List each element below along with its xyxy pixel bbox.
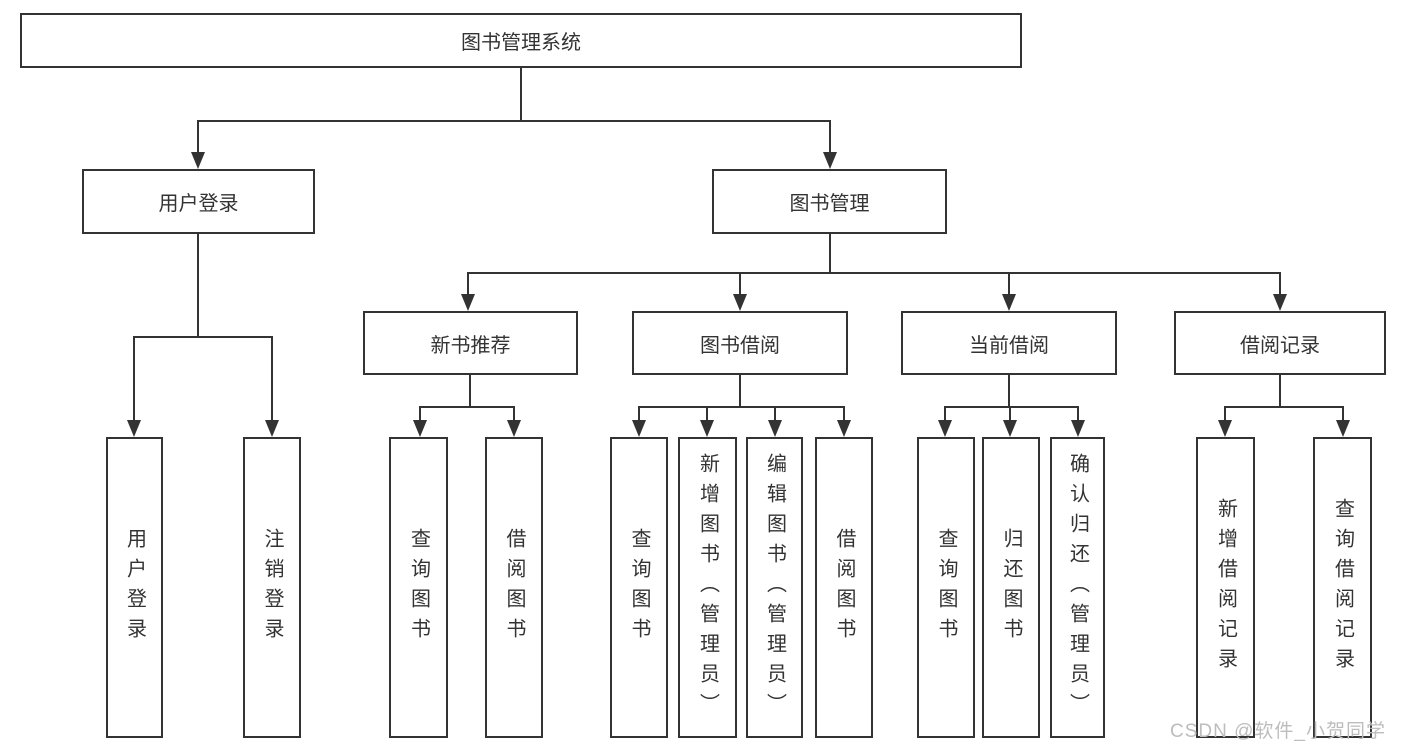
arrowhead-down-icon	[1218, 420, 1232, 437]
arrowhead-down-icon	[837, 420, 851, 437]
csdn-watermark: CSDN @软件_小贺同学	[1170, 721, 1386, 742]
connector-line-vertical	[774, 407, 776, 421]
node-borrowing-records: 借阅记录	[1174, 311, 1386, 375]
node-user-login-label: 用户登录	[158, 193, 239, 215]
leaf-borrow-books-borrowing-label: 借阅图书	[833, 527, 855, 648]
node-root-label: 图书管理系统	[461, 32, 581, 54]
connector-line-horizontal	[133, 336, 273, 338]
connector-line-vertical	[944, 407, 946, 421]
arrowhead-down-icon	[733, 294, 747, 311]
leaf-query-borrow-record-label: 查询借阅记录	[1331, 497, 1354, 678]
node-book-management: 图书管理	[712, 169, 947, 234]
leaf-borrow-books-borrowing: 借阅图书	[815, 437, 873, 738]
node-book-borrowing-label: 图书借阅	[700, 334, 780, 357]
arrowhead-down-icon	[1273, 294, 1287, 311]
connector-line-vertical	[739, 273, 741, 295]
leaf-confirm-return-admin: 确认归还（管理员）	[1050, 437, 1105, 738]
connector-line-vertical	[1224, 407, 1226, 421]
arrowhead-down-icon	[1071, 420, 1085, 437]
leaf-add-book-admin: 新增图书（管理员）	[678, 437, 737, 738]
connector-line-vertical	[1279, 375, 1281, 407]
node-root-system: 图书管理系统	[20, 13, 1022, 68]
leaf-logout: 注销登录	[243, 437, 301, 738]
connector-line-vertical	[1279, 273, 1281, 295]
connector-line-vertical	[1077, 407, 1079, 421]
connector-line-vertical	[739, 375, 741, 407]
connector-line-vertical	[513, 407, 515, 421]
arrowhead-down-icon	[1002, 294, 1016, 311]
leaf-add-borrow-record: 新增借阅记录	[1196, 437, 1255, 738]
arrowhead-down-icon	[632, 420, 646, 437]
leaf-add-borrow-record-label: 新增借阅记录	[1214, 497, 1237, 678]
leaf-return-books: 归还图书	[982, 437, 1040, 738]
connector-line-vertical	[1008, 375, 1010, 407]
connector-line-vertical	[467, 273, 469, 295]
connector-line-vertical	[520, 68, 522, 121]
connector-line-vertical	[419, 407, 421, 421]
arrowhead-down-icon	[938, 420, 952, 437]
connector-line-vertical	[843, 407, 845, 421]
leaf-query-books-current-label: 查询图书	[935, 527, 957, 648]
node-new-book-recommend-label: 新书推荐	[430, 334, 511, 357]
connector-line-vertical	[1342, 407, 1344, 421]
leaf-query-books-recommend: 查询图书	[389, 437, 448, 738]
connector-line-vertical	[197, 121, 199, 153]
node-user-login: 用户登录	[82, 169, 315, 234]
leaf-user-login-label: 用户登录	[123, 527, 146, 648]
connector-line-horizontal	[944, 406, 1079, 408]
connector-line-vertical	[197, 234, 199, 337]
arrowhead-down-icon	[127, 420, 141, 437]
connector-line-vertical	[829, 234, 831, 273]
connector-line-horizontal	[419, 406, 515, 408]
arrowhead-down-icon	[768, 420, 782, 437]
node-current-borrowing: 当前借阅	[901, 311, 1117, 375]
connector-line-horizontal	[467, 272, 1281, 274]
leaf-logout-label: 注销登录	[261, 527, 283, 648]
arrowhead-down-icon	[461, 294, 475, 311]
connector-line-horizontal	[197, 120, 831, 122]
connector-line-vertical	[469, 375, 471, 407]
connector-line-vertical	[706, 407, 708, 421]
arrowhead-down-icon	[700, 420, 714, 437]
leaf-query-books-borrowing: 查询图书	[610, 437, 668, 738]
leaf-borrow-books-recommend: 借阅图书	[485, 437, 543, 738]
node-current-borrowing-label: 当前借阅	[969, 334, 1049, 357]
leaf-edit-book-admin: 编辑图书（管理员）	[746, 437, 803, 738]
connector-line-vertical	[271, 337, 273, 421]
connector-line-vertical	[133, 337, 135, 421]
arrowhead-down-icon	[1003, 420, 1017, 437]
arrowhead-down-icon	[823, 152, 837, 169]
connector-line-vertical	[1009, 407, 1011, 421]
leaf-return-books-label: 归还图书	[1000, 527, 1022, 648]
node-borrowing-records-label: 借阅记录	[1240, 334, 1320, 357]
arrowhead-down-icon	[191, 152, 205, 169]
leaf-query-books-current: 查询图书	[917, 437, 975, 738]
arrowhead-down-icon	[265, 420, 279, 437]
arrowhead-down-icon	[413, 420, 427, 437]
leaf-edit-book-admin-label: 编辑图书（管理员）	[763, 452, 786, 723]
leaf-query-books-recommend-label: 查询图书	[407, 527, 430, 648]
arrowhead-down-icon	[507, 420, 521, 437]
leaf-borrow-books-recommend-label: 借阅图书	[503, 527, 525, 648]
leaf-query-borrow-record: 查询借阅记录	[1313, 437, 1372, 738]
arrowhead-down-icon	[1336, 420, 1350, 437]
leaf-confirm-return-admin-label: 确认归还（管理员）	[1066, 452, 1089, 723]
leaf-query-books-borrowing-label: 查询图书	[628, 527, 650, 648]
connector-line-vertical	[1008, 273, 1010, 295]
leaf-add-book-admin-label: 新增图书（管理员）	[696, 452, 719, 723]
node-book-management-label: 图书管理	[789, 193, 870, 215]
connector-line-horizontal	[1224, 406, 1344, 408]
leaf-user-login: 用户登录	[106, 437, 163, 738]
connector-line-vertical	[638, 407, 640, 421]
node-new-book-recommend: 新书推荐	[363, 311, 578, 375]
connector-line-horizontal	[638, 406, 845, 408]
node-book-borrowing: 图书借阅	[632, 311, 848, 375]
connector-line-vertical	[829, 121, 831, 153]
